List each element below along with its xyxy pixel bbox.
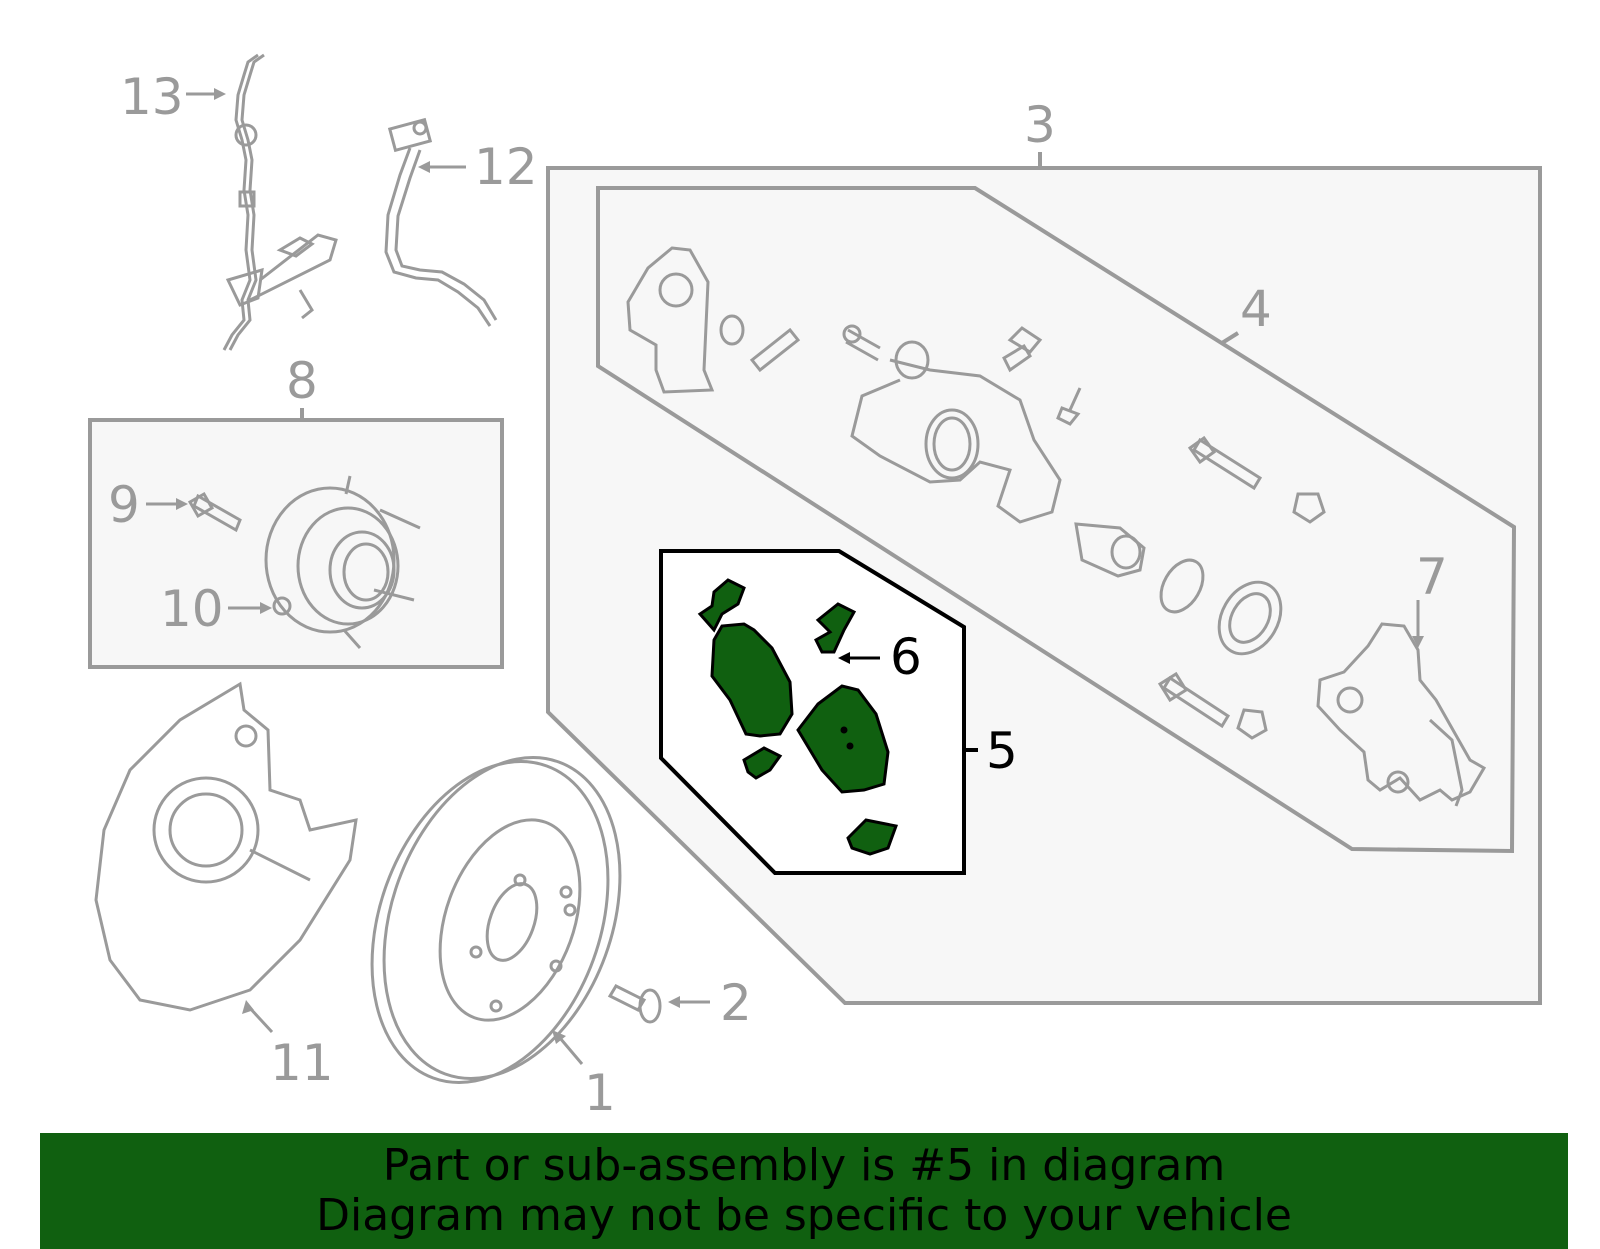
arrow-2 xyxy=(668,996,680,1008)
brake-hose-12 xyxy=(384,117,498,327)
brake-rotor-1 xyxy=(370,756,622,1084)
callout-3: 3 xyxy=(1024,96,1056,154)
callout-4: 4 xyxy=(1240,280,1272,338)
arrow-6 xyxy=(838,652,850,664)
banner-line-1: Part or sub-assembly is #5 in diagram xyxy=(382,1140,1226,1191)
callout-1: 1 xyxy=(584,1064,616,1122)
arrow-12 xyxy=(418,161,430,173)
callout-13: 13 xyxy=(120,68,184,126)
callout-11: 11 xyxy=(270,1034,334,1092)
callout-12: 12 xyxy=(474,138,538,196)
callout-7: 7 xyxy=(1416,548,1448,606)
arrow-9 xyxy=(176,498,188,510)
arrow-13 xyxy=(214,88,226,100)
banner-line-2: Diagram may not be specific to your vehi… xyxy=(316,1190,1292,1241)
callout-10: 10 xyxy=(160,580,224,638)
parts-diagram: 1 2 3 4 5 6 7 8 9 10 11 12 13 xyxy=(88,53,1542,1122)
assembly-box-4 xyxy=(596,186,1517,854)
abs-sensor-wire-13 xyxy=(222,53,338,351)
callout-6: 6 xyxy=(890,628,922,686)
bolt-2 xyxy=(607,984,662,1024)
dust-shield-11 xyxy=(94,681,358,1012)
info-banner: Part or sub-assembly is #5 in diagram Di… xyxy=(40,1133,1568,1249)
arrow-10 xyxy=(260,602,272,614)
brake-pad-set-5 xyxy=(697,578,899,856)
callout-5: 5 xyxy=(986,722,1018,780)
arrow-7 xyxy=(1412,636,1424,648)
hub-bearing-10 xyxy=(187,475,421,649)
leader-4 xyxy=(1220,331,1240,345)
callout-2: 2 xyxy=(720,974,752,1032)
caliper-bracket-7 xyxy=(1316,622,1487,807)
caliper-assembly-4 xyxy=(626,246,1326,740)
callout-9: 9 xyxy=(108,476,140,534)
assembly-box-8 xyxy=(88,418,504,669)
callout-8: 8 xyxy=(286,352,318,410)
arrow-1 xyxy=(552,1030,566,1044)
